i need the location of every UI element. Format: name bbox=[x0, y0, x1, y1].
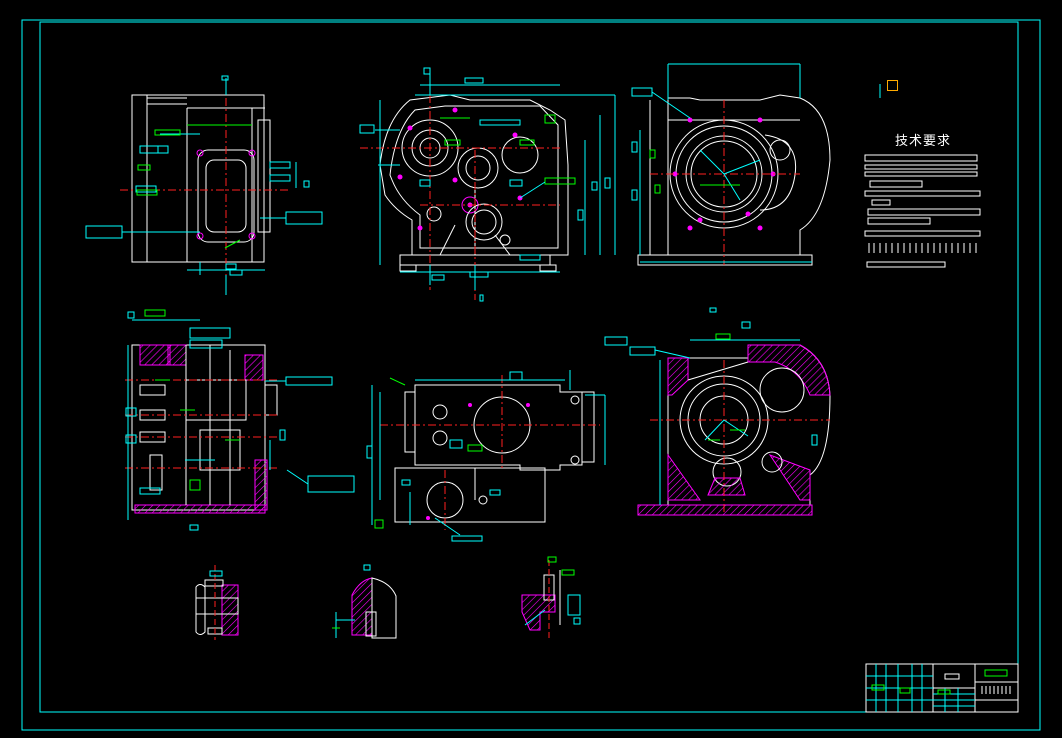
section-view-right[interactable] bbox=[604, 307, 831, 516]
drawing-frame bbox=[21, 19, 1041, 731]
detail-view-3[interactable] bbox=[521, 556, 581, 640]
section-view-left[interactable] bbox=[125, 309, 355, 531]
title-block bbox=[865, 663, 1019, 713]
detail-view-1[interactable] bbox=[195, 565, 239, 640]
detail-view-2[interactable] bbox=[332, 564, 397, 639]
front-view[interactable] bbox=[359, 67, 616, 302]
bottom-view-center[interactable] bbox=[366, 370, 606, 542]
tech-requirements-title: 技术要求 bbox=[894, 134, 951, 149]
orange-marker-box bbox=[887, 80, 898, 91]
top-right-view[interactable] bbox=[631, 63, 831, 266]
tech-requirements-block bbox=[864, 84, 981, 268]
left-side-view[interactable] bbox=[85, 75, 323, 295]
